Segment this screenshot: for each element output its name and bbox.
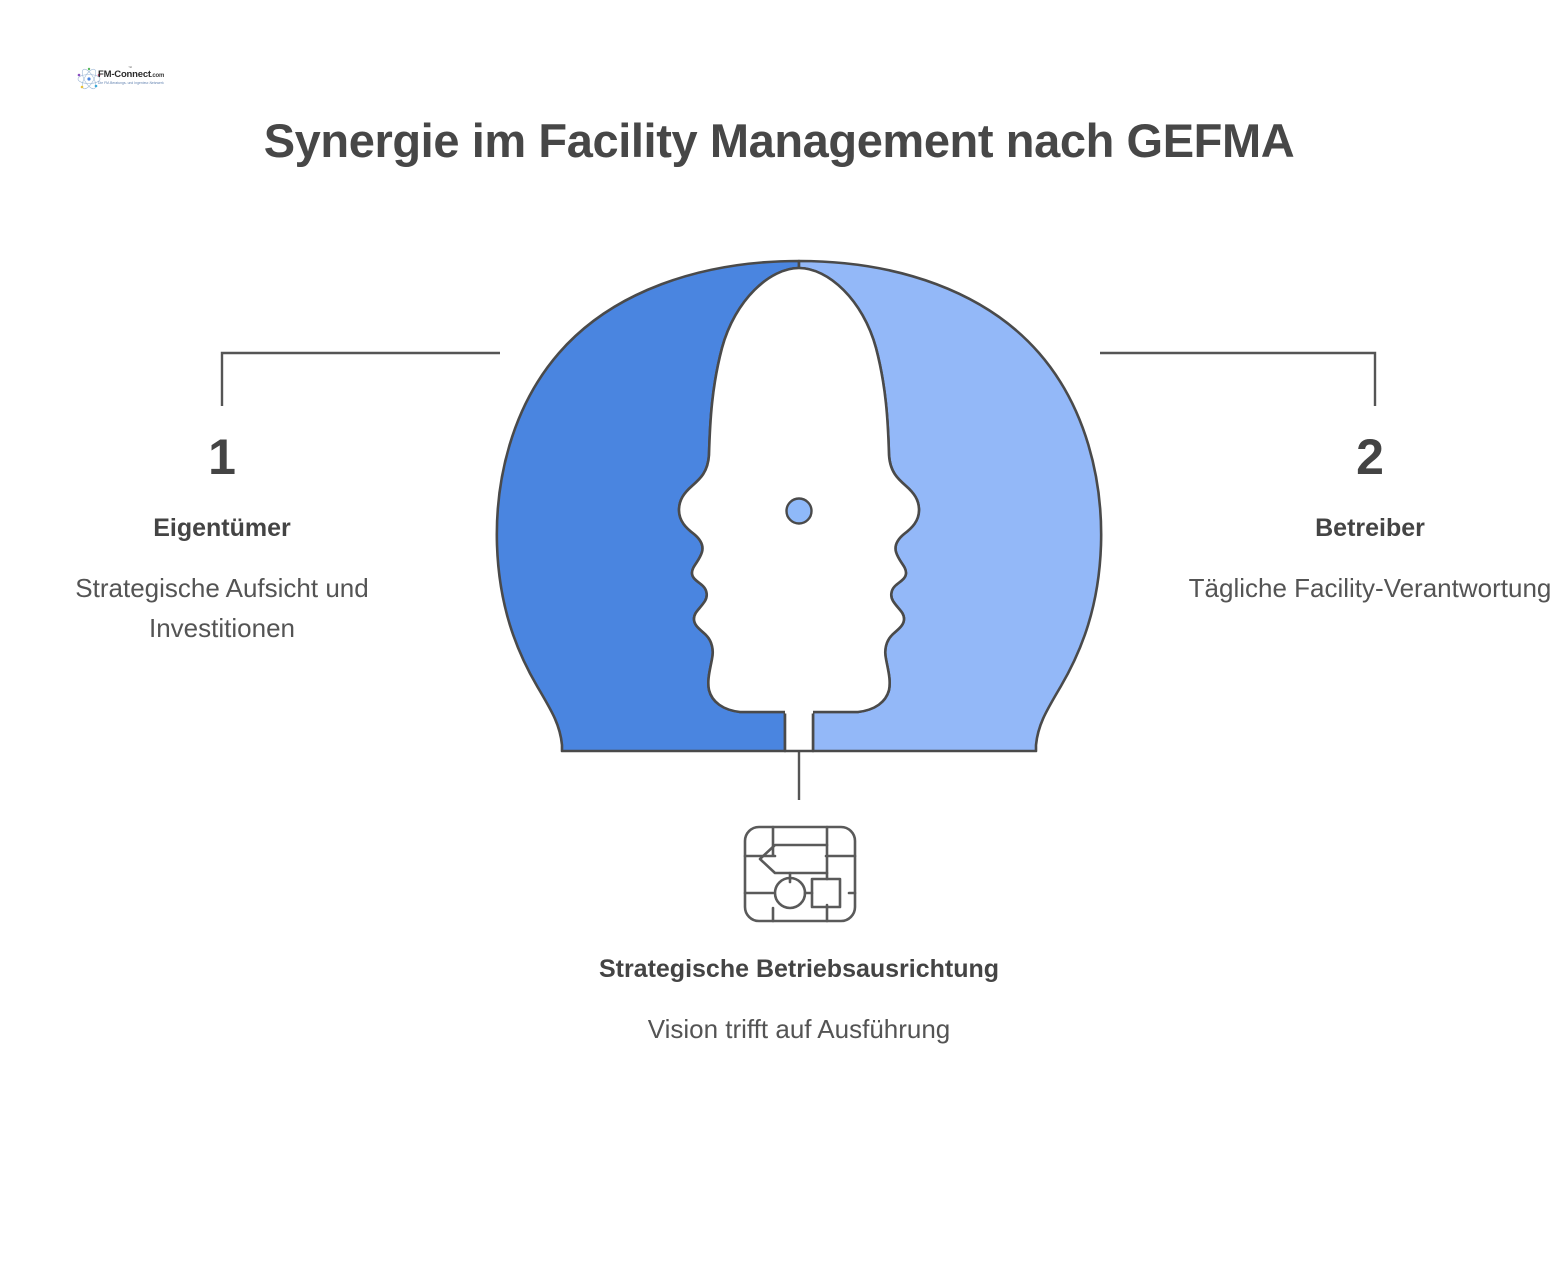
- page-title: Synergie im Facility Management nach GEF…: [263, 114, 1295, 167]
- icon-frame: [743, 825, 857, 923]
- center-face-profiles: [677, 266, 921, 753]
- icon-square-node: [810, 877, 842, 909]
- operator-number: 2: [1356, 429, 1384, 485]
- block-operator: 2 Betreiber Tägliche Facility-Verantwort…: [1180, 430, 1558, 608]
- owner-heading: Eigentümer: [153, 514, 291, 542]
- operator-description: Tägliche Facility-Verantwortung: [1188, 573, 1552, 603]
- connector-dot: [785, 497, 813, 525]
- logo-wordmark: FM-Connect.com Die FM-Beratungs- und Ing…: [98, 69, 165, 86]
- block-owner: 1 Eigentümer Strategische Aufsicht und I…: [32, 430, 412, 648]
- operator-heading: Betreiber: [1315, 514, 1425, 542]
- alignment-description: Vision trifft auf Ausführung: [647, 1014, 951, 1044]
- logo-name: FM-Connect.com: [98, 69, 165, 80]
- atom-network-icon: [77, 67, 101, 90]
- connector-right: [1100, 351, 1377, 406]
- alignment-heading: Strategische Betriebsausrichtung: [598, 955, 1000, 983]
- brand-logo[interactable]: FM-Connect.com Die FM-Beratungs- und Ing…: [76, 64, 165, 94]
- icon-arrow-block: [758, 843, 829, 875]
- owner-description: Strategische Aufsicht und Investitionen: [75, 573, 369, 643]
- trademark-symbol: ™: [128, 65, 132, 70]
- connector-left: [220, 351, 500, 406]
- block-strategic-alignment: Strategische Betriebsausrichtung Vision …: [559, 955, 1039, 1049]
- center-neck-notch: [783, 712, 815, 753]
- logo-tagline: Die FM-Beratungs- und Ingenieur-Netzwerk: [98, 81, 164, 85]
- owner-number: 1: [208, 429, 236, 485]
